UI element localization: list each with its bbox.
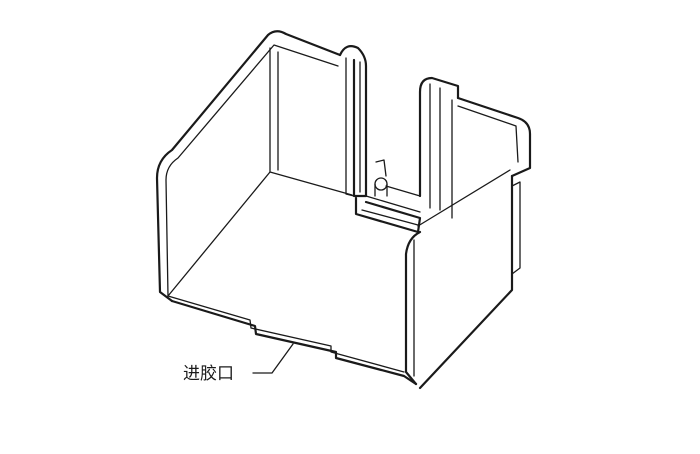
floor-back-edge xyxy=(167,171,271,297)
right-post xyxy=(418,76,460,198)
center-post-left xyxy=(338,45,368,198)
front-right-wall xyxy=(418,174,514,390)
left-wall-inner-corner xyxy=(269,47,353,196)
slot-bottom xyxy=(365,195,421,213)
pin-left-top xyxy=(375,159,387,177)
front-bottom-edge xyxy=(170,299,418,386)
callout-leader-line xyxy=(252,343,294,374)
left-wall-inner-edge xyxy=(165,44,339,297)
pin-left xyxy=(374,177,388,191)
slot-rail-inner xyxy=(361,209,419,226)
right-side-rib xyxy=(511,181,521,275)
center-post-inner xyxy=(345,57,355,197)
slot-back xyxy=(385,185,421,197)
front-right-wall-top-inner xyxy=(417,169,511,227)
right-wall-top-inner xyxy=(457,105,519,163)
right-post-inner xyxy=(429,83,441,211)
front-bottom-inner xyxy=(167,295,405,373)
gate-callout-label: 进胶口 xyxy=(183,364,234,384)
front-right-wall-top xyxy=(404,230,422,386)
left-wall-outline xyxy=(155,30,342,303)
right-wall-top xyxy=(456,96,532,178)
